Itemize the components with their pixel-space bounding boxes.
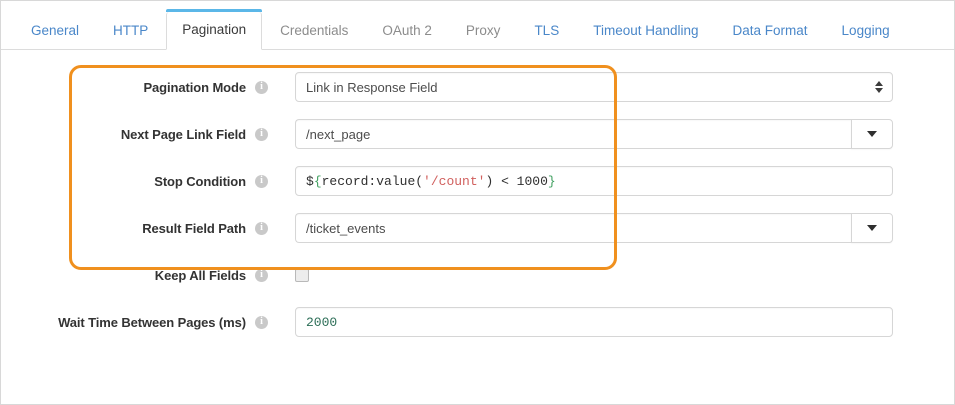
row-keep-all-fields: Keep All Fields: [1, 260, 954, 290]
next-page-link-field-dropdown-button[interactable]: [851, 119, 893, 149]
result-field-path-dropdown-button[interactable]: [851, 213, 893, 243]
tab-tls[interactable]: TLS: [534, 22, 560, 38]
tab-proxy[interactable]: Proxy: [465, 22, 501, 38]
tab-credentials[interactable]: Credentials: [280, 22, 349, 38]
control-keep-all-fields: [295, 268, 309, 282]
info-icon[interactable]: [255, 268, 268, 282]
tab-data-format[interactable]: Data Format: [732, 22, 808, 38]
wait-time-between-pages-input[interactable]: 2000: [295, 307, 893, 337]
label-keep-all-fields: Keep All Fields: [154, 267, 246, 283]
tab-timeout-handling[interactable]: Timeout Handling: [593, 22, 699, 38]
result-field-path-input[interactable]: /ticket_events: [295, 213, 851, 243]
stop-condition-expression: ${record:value('/count') < 1000}: [306, 173, 556, 189]
tab-http[interactable]: HTTP: [113, 22, 149, 38]
info-icon[interactable]: [255, 127, 268, 141]
label-stop-condition: Stop Condition: [154, 173, 246, 189]
row-stop-condition: Stop Condition ${record:value('/count') …: [1, 166, 954, 196]
control-pagination-mode: Link in Response Field: [295, 72, 893, 102]
row-next-page-link-field: Next Page Link Field /next_page: [1, 119, 954, 149]
tab-bar: General HTTP Pagination Credentials OAut…: [1, 1, 954, 50]
tab-pagination[interactable]: Pagination: [166, 8, 263, 50]
chevron-updown-icon: [873, 81, 884, 93]
chevron-down-icon: [867, 225, 877, 231]
info-icon[interactable]: [255, 315, 268, 329]
label-result-field-path: Result Field Path: [142, 220, 246, 236]
row-wait-time-between-pages: Wait Time Between Pages (ms) 2000: [1, 307, 954, 337]
tab-logging[interactable]: Logging: [841, 22, 890, 38]
label-pagination-mode: Pagination Mode: [143, 79, 246, 95]
stop-condition-input[interactable]: ${record:value('/count') < 1000}: [295, 166, 893, 196]
info-icon[interactable]: [255, 80, 268, 94]
control-stop-condition: ${record:value('/count') < 1000}: [295, 166, 893, 196]
chevron-down-icon: [867, 131, 877, 137]
pagination-mode-select[interactable]: Link in Response Field: [295, 72, 893, 102]
keep-all-fields-checkbox[interactable]: [295, 268, 309, 282]
tab-oauth-2[interactable]: OAuth 2: [382, 22, 432, 38]
pagination-mode-value: Link in Response Field: [306, 79, 438, 95]
label-wait-time-between-pages: Wait Time Between Pages (ms): [58, 314, 246, 330]
row-pagination-mode: Pagination Mode Link in Response Field: [1, 72, 954, 102]
wait-time-value: 2000: [306, 314, 338, 330]
next-page-link-field-input[interactable]: /next_page: [295, 119, 851, 149]
info-icon[interactable]: [255, 174, 268, 188]
control-result-field-path: /ticket_events: [295, 213, 893, 243]
row-result-field-path: Result Field Path /ticket_events: [1, 213, 954, 243]
label-next-page-link-field: Next Page Link Field: [120, 126, 246, 142]
tab-general[interactable]: General: [31, 22, 80, 38]
info-icon[interactable]: [255, 221, 268, 235]
control-next-page-link-field: /next_page: [295, 119, 893, 149]
control-wait-time-between-pages: 2000: [295, 307, 893, 337]
pagination-form: Pagination Mode Link in Response Field N…: [1, 50, 954, 404]
